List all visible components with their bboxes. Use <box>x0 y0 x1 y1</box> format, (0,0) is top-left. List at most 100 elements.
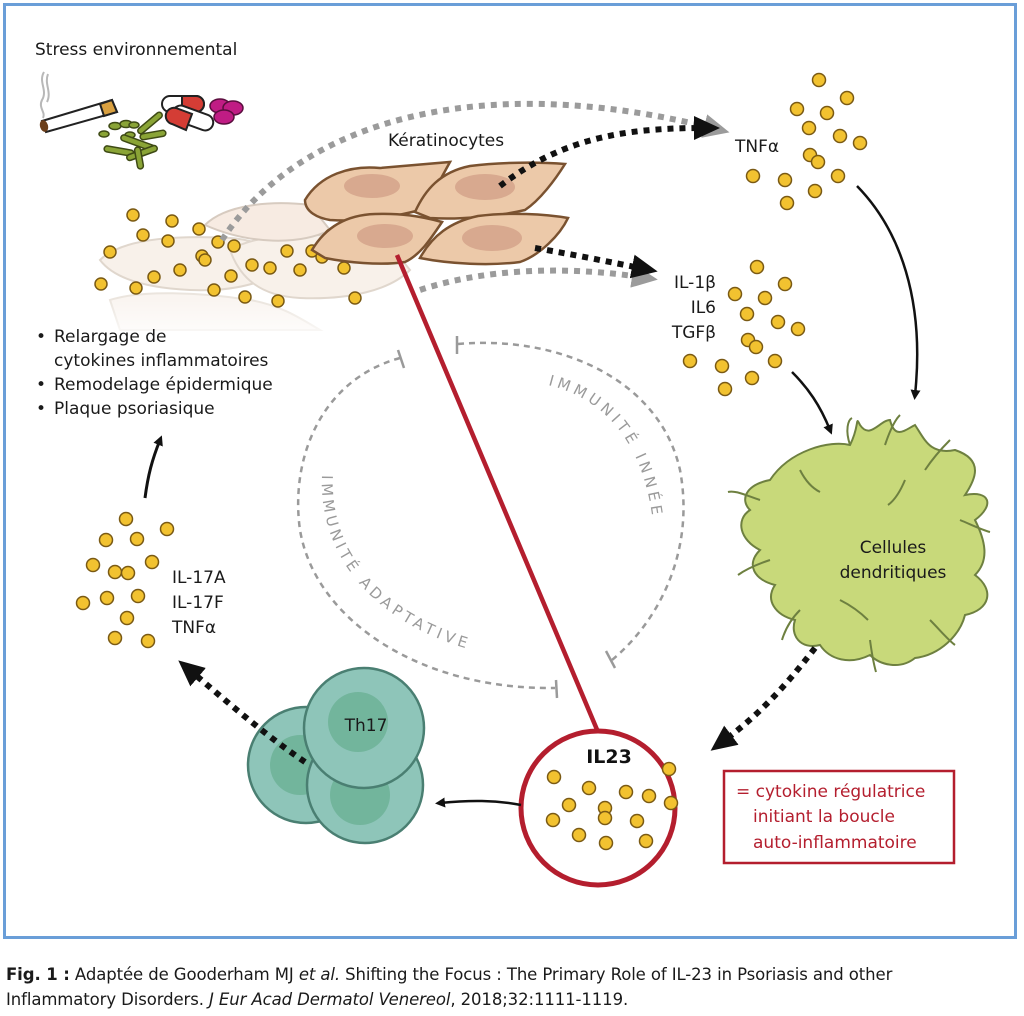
effect-item: Plaque psoriasique <box>54 399 215 419</box>
arrow-th17-to-il17 <box>178 660 307 765</box>
cytokine-dot <box>830 168 846 184</box>
cytokine-dot <box>618 784 634 800</box>
arrow-il-to-dendritic <box>791 371 833 435</box>
svg-text:•: • <box>36 375 46 395</box>
arrow-tnfa-to-dendritic <box>856 185 921 400</box>
il1b-label: IL-1β <box>674 273 716 293</box>
cytokine-dot <box>581 780 597 796</box>
cytokine-dot <box>832 128 848 144</box>
arrow-keratinocytes-to-il <box>534 245 658 279</box>
cytokine-dot <box>661 761 677 777</box>
cytokine-dot <box>801 120 817 136</box>
keratinocytes-cluster <box>303 160 570 266</box>
cytokine-dot <box>107 630 123 646</box>
adaptive-arc-start-bar <box>396 349 406 369</box>
arrow-dendritic-to-il23 <box>710 646 818 751</box>
cytokine-dot <box>159 521 175 537</box>
svg-text:initiant la boucle: initiant la boucle <box>753 807 895 827</box>
cytokine-dot <box>227 239 241 253</box>
cytokine-dot <box>99 590 115 606</box>
cytokine-dot <box>192 222 206 236</box>
cytokine-dot <box>118 511 134 527</box>
cytokine-dot <box>546 769 562 785</box>
keratinocytes-label: Kératinocytes <box>388 131 504 151</box>
arrow-il23-to-th17 <box>435 797 522 808</box>
svg-text:= cytokine régulatrice: = cytokine régulatrice <box>736 782 925 802</box>
cytokine-dot <box>126 208 140 222</box>
cytokine-dot <box>811 72 827 88</box>
cytokine-dot <box>597 810 613 826</box>
cytokine-dot <box>767 353 783 369</box>
cytokine-dot <box>727 286 743 302</box>
cytokine-dot <box>629 813 645 829</box>
cytokine-dot <box>777 276 793 292</box>
cytokine-dot <box>807 183 823 199</box>
cytokine-dot <box>224 269 238 283</box>
gray-dotted-arrow-mid <box>419 263 658 293</box>
cytokine-dot <box>130 588 146 604</box>
il6-label: IL6 <box>691 298 716 318</box>
il-group-labels: IL-1β IL6 TGFβ <box>671 273 716 343</box>
cytokine-dot <box>561 797 577 813</box>
il23-link-line <box>394 254 601 733</box>
th17-label: Th17 <box>344 716 388 736</box>
cytokine-dot <box>779 195 795 211</box>
cytokine-dot <box>770 314 786 330</box>
adaptive-immunity-arc <box>296 356 556 690</box>
cytokine-dot <box>293 263 307 277</box>
cytokine-dot <box>714 358 730 374</box>
il17-labels: IL-17A IL-17F TNFα <box>171 568 226 638</box>
cytokine-dot <box>173 263 187 277</box>
caption-journal: J Eur Acad Dermatol Venereol <box>209 990 451 1009</box>
il23-cytokine-cluster <box>545 761 679 851</box>
cytokine-dot <box>271 294 285 308</box>
cytokine-dot <box>638 833 654 849</box>
il17-cytokine-cluster <box>75 511 175 649</box>
cytokine-dot <box>207 283 221 297</box>
cytokine-dot <box>810 154 826 170</box>
gray-dotted-arrow-top <box>219 100 730 242</box>
cytokine-dot <box>94 277 108 291</box>
cytokine-dot <box>119 610 135 626</box>
cytokine-dot <box>745 168 761 184</box>
cytokine-dot <box>103 245 117 259</box>
cytokine-dot <box>852 135 868 151</box>
il-cytokine-cluster <box>682 259 806 397</box>
tgfb-label: TGFβ <box>671 323 716 343</box>
cytokine-dot <box>819 105 835 121</box>
cytokine-dot <box>598 835 614 851</box>
cytokine-dot <box>749 259 765 275</box>
cytokine-dot <box>789 101 805 117</box>
innate-arc-end-bar <box>604 650 617 669</box>
dendritic-label-line1: Cellules <box>860 538 927 558</box>
cytokine-dot <box>120 565 136 581</box>
th17-cells <box>246 666 426 845</box>
stress-label: Stress environnemental <box>35 40 237 60</box>
adaptive-arc-end-bar <box>554 679 559 699</box>
cytokine-dot <box>571 827 587 843</box>
tnfa-il17-label: TNFα <box>171 618 216 638</box>
cytokine-dot <box>717 381 733 397</box>
il17f-label: IL-17F <box>172 593 224 613</box>
cytokine-dot <box>748 339 764 355</box>
innate-immunity-arc <box>457 341 685 661</box>
effect-item: cytokines inflammatoires <box>54 351 269 371</box>
cytokine-dot <box>739 306 755 322</box>
arrow-il17-to-effects <box>143 435 163 499</box>
cytokine-dot <box>98 532 114 548</box>
cytokine-dot <box>744 370 760 386</box>
effect-item: Remodelage épidermique <box>54 375 273 395</box>
cytokine-dot <box>85 557 101 573</box>
pills-icon <box>161 95 244 132</box>
cytokine-dot <box>75 595 91 611</box>
cytokine-dot <box>129 531 145 547</box>
svg-text:•: • <box>36 399 46 419</box>
svg-text:auto-inflammatoire: auto-inflammatoire <box>753 833 917 853</box>
cytokine-dot <box>198 253 212 267</box>
cytokine-dot <box>337 261 351 275</box>
innate-immunity-label: IMMUNITÉ INNÉE <box>547 371 667 519</box>
svg-text:•: • <box>36 327 46 347</box>
cytokine-dot <box>136 228 150 242</box>
cytokine-dot <box>140 633 156 649</box>
cytokine-dot <box>107 564 123 580</box>
